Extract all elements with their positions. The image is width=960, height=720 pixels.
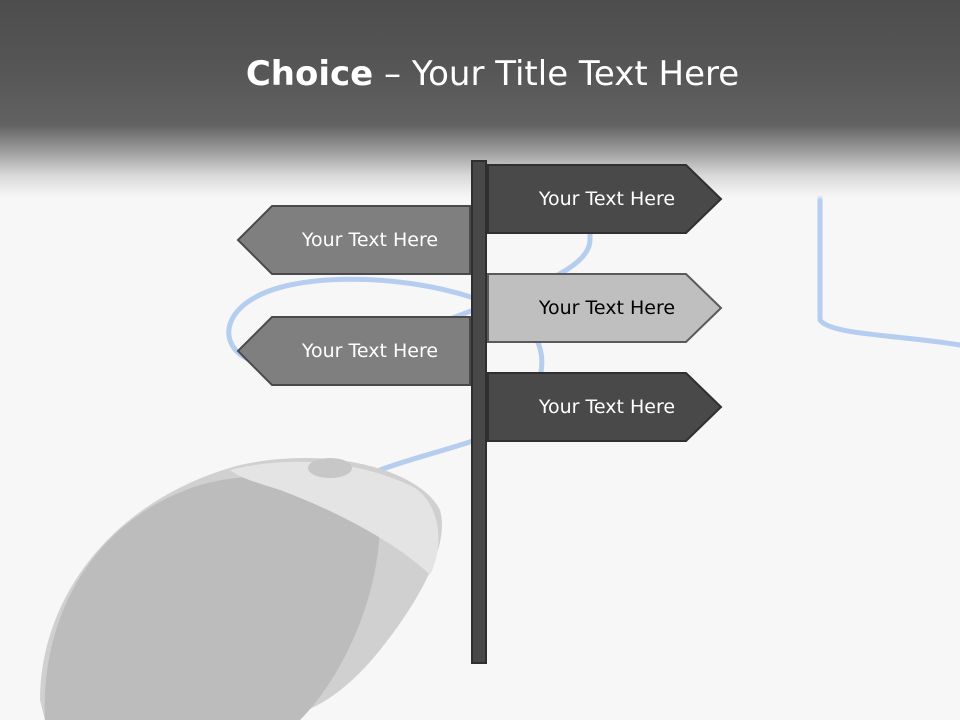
sign-label: Your Text Here — [301, 229, 439, 251]
sign-shape — [487, 273, 723, 343]
sign-arrow-left[interactable]: Your Text Here — [235, 205, 475, 275]
mouse-top-button — [230, 461, 439, 575]
sign-shape — [487, 164, 723, 234]
sign-shape — [236, 316, 471, 386]
page-title: Choice – Your Title Text Here — [0, 52, 960, 96]
sign-shape — [487, 372, 723, 442]
title-bold: Choice — [245, 54, 374, 94]
sign-label: Your Text Here — [301, 340, 439, 362]
mouse-shell — [44, 477, 381, 720]
sign-label: Your Text Here — [538, 297, 676, 319]
sign-arrow-right[interactable]: Your Text Here — [487, 164, 727, 234]
sign-shape — [236, 205, 471, 275]
sign-arrow-right[interactable]: Your Text Here — [487, 372, 727, 442]
signpost-pole — [471, 160, 487, 664]
sign-arrow-right[interactable]: Your Text Here — [487, 273, 727, 343]
title-rest: – Your Title Text Here — [373, 54, 740, 94]
sign-label: Your Text Here — [538, 188, 676, 210]
sign-label: Your Text Here — [538, 396, 676, 418]
sign-arrow-left[interactable]: Your Text Here — [235, 316, 475, 386]
mouse-scroll-wheel — [308, 458, 352, 478]
